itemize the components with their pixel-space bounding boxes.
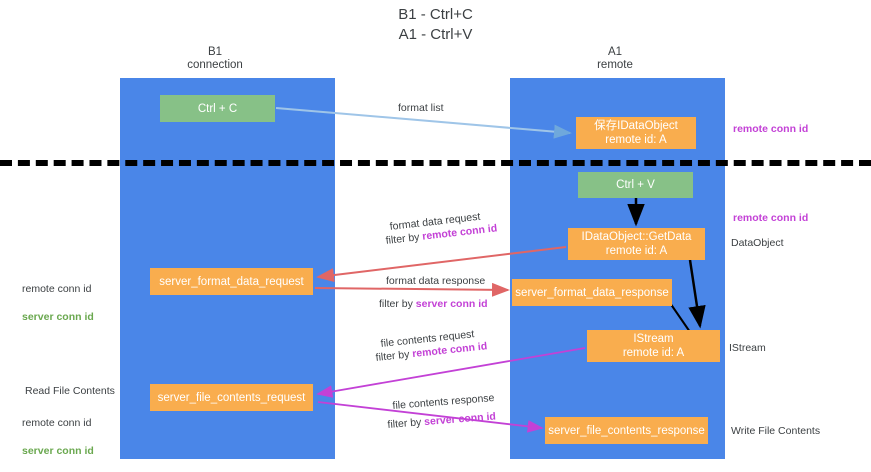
connector-getdata-istream	[688, 259, 706, 329]
annotation-istream: IStream	[729, 342, 766, 354]
filter-prefix: filter by	[375, 348, 413, 364]
annotation-remote-conn-id-mid: remote conn id	[733, 212, 809, 224]
annotation-remote-conn-id: remote conn id	[22, 283, 92, 295]
annotation-server-conn-id: server conn id	[22, 445, 94, 457]
connector-format-list	[275, 107, 572, 139]
filter-prefix: filter by	[387, 416, 425, 431]
edge-label-format-list: format list	[398, 102, 444, 114]
node-idataobject[interactable]: 保存IDataObject remote id: A	[576, 117, 696, 149]
annotation-conn-ids-file: remote conn id server conn id	[22, 402, 94, 472]
filter-key-server-conn-id: server conn id	[415, 298, 488, 310]
edge-label-format-data-response-filter: filter by server conn id	[379, 297, 488, 311]
connector-format-data-response	[314, 282, 510, 297]
node-istream[interactable]: IStream remote id: A	[587, 330, 720, 362]
edge-label-format-data-response: format data response	[386, 275, 486, 287]
node-server-file-contents-response[interactable]: server_file_contents_response	[545, 417, 708, 444]
annotation-dataobject: DataObject	[731, 237, 784, 249]
column-header-b1: B1 connection	[187, 46, 243, 71]
annotation-conn-ids-format: remote conn id server conn id	[22, 268, 94, 338]
node-ctrl-v[interactable]: Ctrl + V	[578, 172, 693, 198]
annotation-remote-conn-id-top: remote conn id	[733, 123, 809, 135]
annotation-remote-conn-id: remote conn id	[22, 417, 92, 429]
connector-file-contents-request	[316, 347, 586, 398]
annotation-read-file-contents: Read File Contents	[25, 385, 115, 397]
annotation-server-conn-id: server conn id	[22, 311, 94, 323]
node-ctrl-c[interactable]: Ctrl + C	[160, 95, 275, 122]
page-title: B1 - Ctrl+C A1 - Ctrl+V	[398, 6, 473, 43]
node-server-format-data-request[interactable]: server_format_data_request	[150, 268, 313, 295]
column-header-a1: A1 remote	[597, 46, 633, 71]
annotation-write-file-contents: Write File Contents	[731, 425, 821, 437]
connector-file-contents-response	[317, 401, 544, 433]
filter-prefix: filter by	[379, 298, 416, 310]
node-server-format-data-response[interactable]: server_format_data_response	[512, 279, 672, 306]
node-server-file-contents-request[interactable]: server_file_contents_request	[150, 384, 313, 411]
phase-separator	[0, 160, 871, 166]
node-idataobject-getdata[interactable]: IDataObject::GetData remote id: A	[568, 228, 705, 260]
connector-format-data-request	[316, 246, 567, 283]
